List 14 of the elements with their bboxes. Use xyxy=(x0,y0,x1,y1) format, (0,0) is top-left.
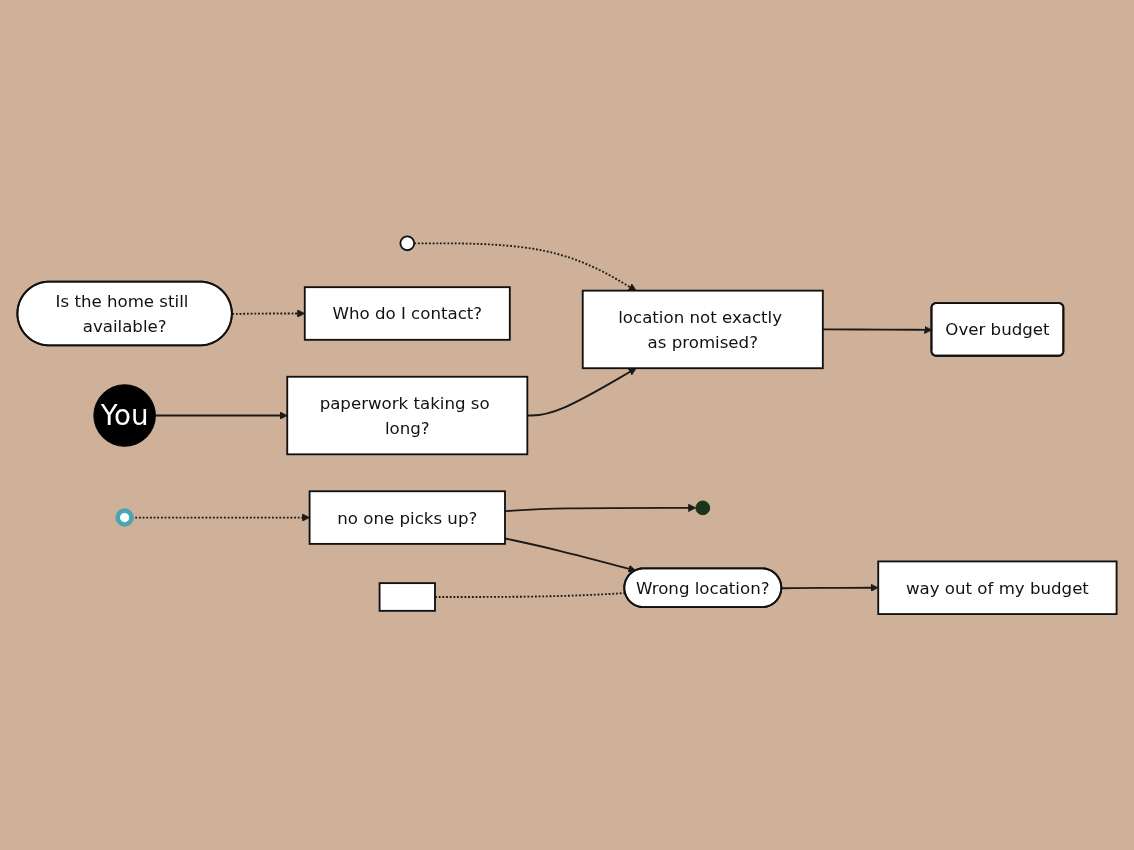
arrow xyxy=(504,537,637,573)
node-box xyxy=(378,581,436,612)
node-box: Who do I contact? xyxy=(303,286,511,341)
node-box: location not exactly as promised? xyxy=(581,289,824,369)
arrow xyxy=(504,503,697,512)
arrow xyxy=(413,242,637,291)
node-circle xyxy=(695,500,711,515)
arrow xyxy=(154,411,288,420)
node-box: no one picks up? xyxy=(308,490,506,545)
node-box: way out of my budget xyxy=(877,560,1118,615)
node-circle xyxy=(115,508,134,527)
node-circle xyxy=(399,235,416,251)
node-box: paperwork taking so long? xyxy=(286,375,529,455)
node-circle: You xyxy=(93,384,156,447)
